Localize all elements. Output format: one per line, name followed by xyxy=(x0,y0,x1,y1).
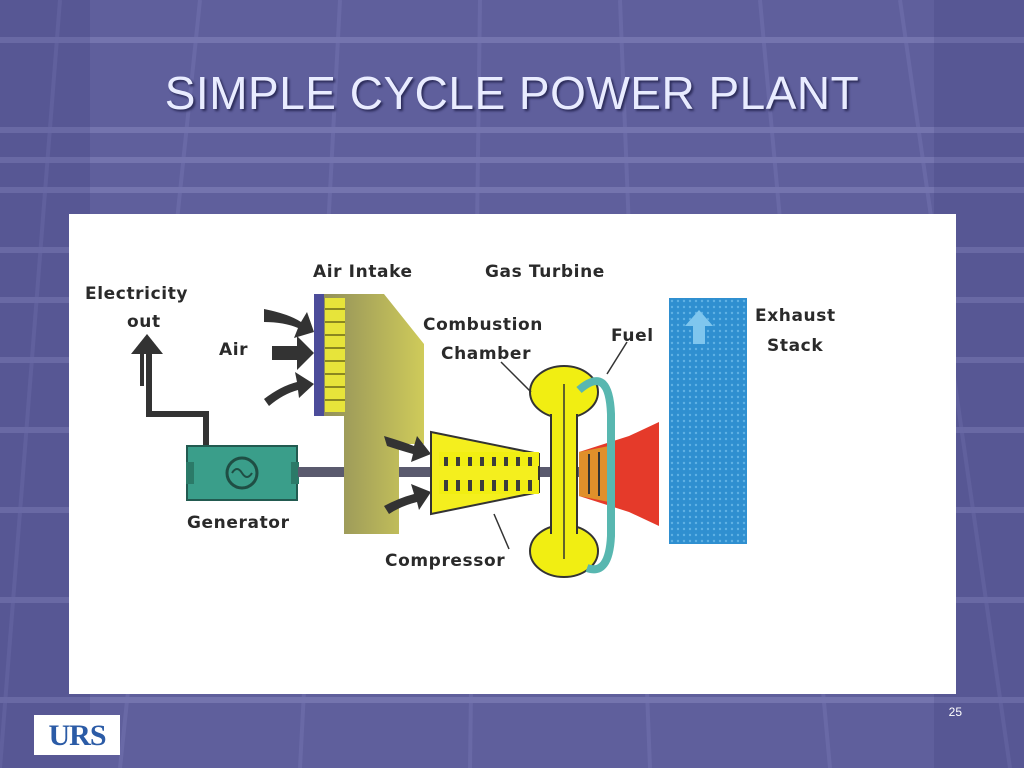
up-arrow-icon xyxy=(685,310,713,344)
electricity-output-line xyxy=(131,334,209,446)
electricity-out-label-line1: Electricity xyxy=(85,284,188,304)
air-arrow-icon xyxy=(384,484,431,514)
air-intake-label: Air Intake xyxy=(313,262,413,282)
fuel-pipe xyxy=(576,377,615,574)
air-arrow-icon xyxy=(272,336,314,370)
page-number: 25 xyxy=(948,705,962,719)
air-arrow-icon xyxy=(264,309,314,338)
fuel-label: Fuel xyxy=(611,326,654,346)
slide-title: SIMPLE CYCLE POWER PLANT xyxy=(164,67,860,119)
exhaust-stack-label-line1: Exhaust xyxy=(755,306,836,326)
exhaust-stack xyxy=(669,298,747,544)
air-arrows xyxy=(264,309,431,514)
generator-label: Generator xyxy=(187,513,290,533)
air-arrow-icon xyxy=(264,372,314,406)
electricity-out-label-line2: out xyxy=(127,312,161,332)
exhaust-stack-label-line2: Stack xyxy=(767,336,823,356)
urs-logo: URS xyxy=(34,715,120,755)
compressor xyxy=(430,430,540,516)
combustion-chamber xyxy=(529,365,599,578)
combustion-chamber-label-line1: Combustion xyxy=(423,315,543,335)
gas-turbine-label: Gas Turbine xyxy=(485,262,605,282)
air-arrow-icon xyxy=(384,436,431,462)
power-plant-diagram-svg: Electricity out Air Intake Gas Turbine A… xyxy=(85,262,836,578)
turbine-hot-section xyxy=(579,422,659,526)
up-arrow-icon xyxy=(131,334,163,354)
generator xyxy=(186,445,299,501)
compressor-label: Compressor xyxy=(385,551,505,571)
air-label: Air xyxy=(219,340,248,360)
power-plant-diagram: Electricity out Air Intake Gas Turbine A… xyxy=(69,214,956,694)
combustion-chamber-label-line2: Chamber xyxy=(441,344,531,364)
urs-logo-text: URS xyxy=(48,719,106,752)
air-intake xyxy=(314,294,424,534)
sine-wave-icon xyxy=(225,456,259,490)
leader-lines xyxy=(493,341,628,550)
